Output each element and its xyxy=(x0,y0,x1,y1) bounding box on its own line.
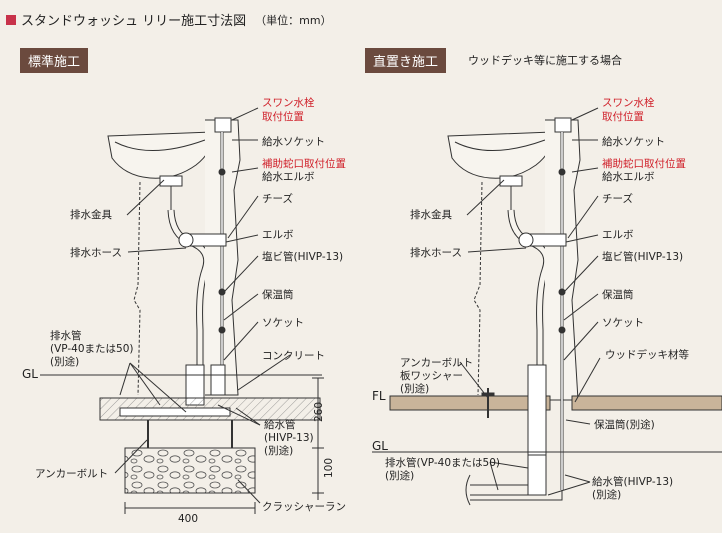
right-label-socket: ソケット xyxy=(602,317,644,329)
left-label-tees: チーズ xyxy=(262,192,293,205)
right-diagram xyxy=(372,107,722,506)
right-deck xyxy=(389,395,551,411)
left-label-supply-elbow: 給水エルボ xyxy=(262,170,315,183)
right-label-swan: スワン水栓 xyxy=(602,96,655,109)
badge-direct: 直置き施工 xyxy=(365,48,447,73)
left-label-drain-pipe-spec: (VP-40または50) xyxy=(50,343,134,355)
badge-standard: 標準施工 xyxy=(20,48,89,73)
left-label-swan: スワン水栓 xyxy=(262,96,315,109)
right-label-washer: 板ワッシャー xyxy=(400,369,463,382)
title-text: スタンドウォッシュ リリー施工寸法図 xyxy=(21,14,247,29)
left-label-pvc: 塩ビ管(HIVP-13) xyxy=(262,250,343,263)
right-label-pvc: 塩ビ管(HIVP-13) xyxy=(602,250,683,263)
right-label-anchor: アンカーボルト xyxy=(400,357,473,369)
left-label-supply-pipe-spec: (HIVP-13) xyxy=(264,432,314,444)
left-label-supply-pipe: 給水管 xyxy=(264,418,296,431)
left-diagram xyxy=(40,107,324,514)
left-dim-400: 400 xyxy=(178,513,198,525)
left-label-supply-socket: 給水ソケット xyxy=(262,135,325,148)
left-basin xyxy=(107,131,213,179)
right-label-anchor-sep: (別途) xyxy=(400,382,429,395)
left-label-swan2: 取付位置 xyxy=(262,110,304,123)
left-label-insulation: 保温筒 xyxy=(262,288,294,301)
right-label-drain-pipe: 排水管(VP-40または50) xyxy=(385,456,500,469)
title-unit: （単位：mm） xyxy=(255,13,332,27)
title-marker-icon xyxy=(6,14,16,25)
left-label-anchor: アンカーボルト xyxy=(35,468,108,480)
right-label-supply-sep: (別途) xyxy=(592,488,621,501)
right-label-elbow: エルボ xyxy=(602,229,634,241)
right-label-supply-pipe: 給水管(HIVP-13) xyxy=(592,475,673,488)
right-label-deck: ウッドデッキ材等 xyxy=(605,348,689,361)
right-label-drain-sep: (別途) xyxy=(385,469,414,482)
left-label-drain-pipe: 排水管 xyxy=(50,329,82,342)
left-label-supply-sep: (別途) xyxy=(264,444,293,457)
left-label-gl: GL xyxy=(22,367,38,381)
left-label-socket: ソケット xyxy=(262,317,304,329)
left-label-elbow: エルボ xyxy=(262,229,294,241)
left-label-concrete: コンクリート xyxy=(262,350,325,362)
right-label-supply-socket: 給水ソケット xyxy=(602,135,665,148)
page-title: スタンドウォッシュ リリー施工寸法図 （単位：mm） xyxy=(6,10,332,29)
left-label-drain-hose: 排水ホース xyxy=(70,246,122,259)
right-label-tees: チーズ xyxy=(602,192,633,205)
left-label-aux-valve: 補助蛇口取付位置 xyxy=(262,157,346,170)
left-label-drain-sep: (別途) xyxy=(50,355,79,368)
direct-note: ウッドデッキ等に施工する場合 xyxy=(468,54,622,67)
right-label-insul-sep: 保温筒(別途) xyxy=(594,418,655,431)
right-label-supply-elbow: 給水エルボ xyxy=(602,170,655,183)
right-label-aux-valve: 補助蛇口取付位置 xyxy=(602,157,686,170)
left-dim-100: 100 xyxy=(323,458,335,478)
right-label-drain-fitting: 排水金具 xyxy=(410,208,452,221)
right-label-drain-hose: 排水ホース xyxy=(410,246,462,259)
right-label-swan2: 取付位置 xyxy=(602,110,644,123)
right-basin xyxy=(447,131,553,179)
left-dim-260: 260 xyxy=(313,402,325,422)
right-label-insulation: 保温筒 xyxy=(602,288,634,301)
right-label-fl: FL xyxy=(372,389,386,403)
left-label-drain-fitting: 排水金具 xyxy=(70,208,112,221)
left-label-crusher: クラッシャーラン xyxy=(262,501,346,513)
right-label-gl: GL xyxy=(372,439,388,453)
